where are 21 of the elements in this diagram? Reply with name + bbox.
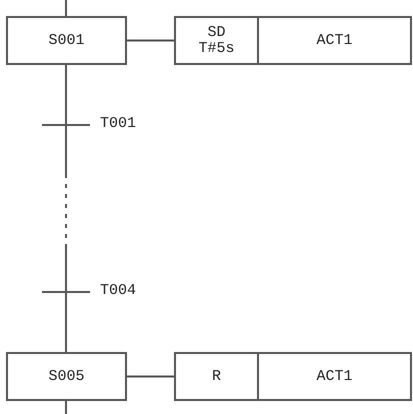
- action-qualifier: SD T#5s: [197, 24, 236, 56]
- step-box: [6, 16, 127, 65]
- action-qualifier: R: [212, 368, 221, 384]
- action-box: [257, 352, 412, 401]
- connector-line: [65, 401, 67, 414]
- action-qualifier-cell: [174, 352, 259, 401]
- connector-line: [65, 126, 67, 291]
- connector-line: [127, 40, 174, 42]
- action-name: ACT1: [316, 368, 352, 384]
- step-name: S005: [48, 368, 84, 384]
- action-name: ACT1: [316, 32, 352, 48]
- transition-label: T004: [100, 282, 136, 299]
- step-name: S001: [48, 32, 84, 48]
- connector-line: [65, 293, 67, 352]
- action-box: [257, 16, 412, 65]
- connector-line: [65, 65, 67, 124]
- connector-line: [127, 376, 174, 378]
- connector-line: [65, 0, 67, 16]
- transition-label: T001: [100, 115, 136, 132]
- step-box: [6, 352, 127, 401]
- action-qualifier-cell: [174, 16, 259, 65]
